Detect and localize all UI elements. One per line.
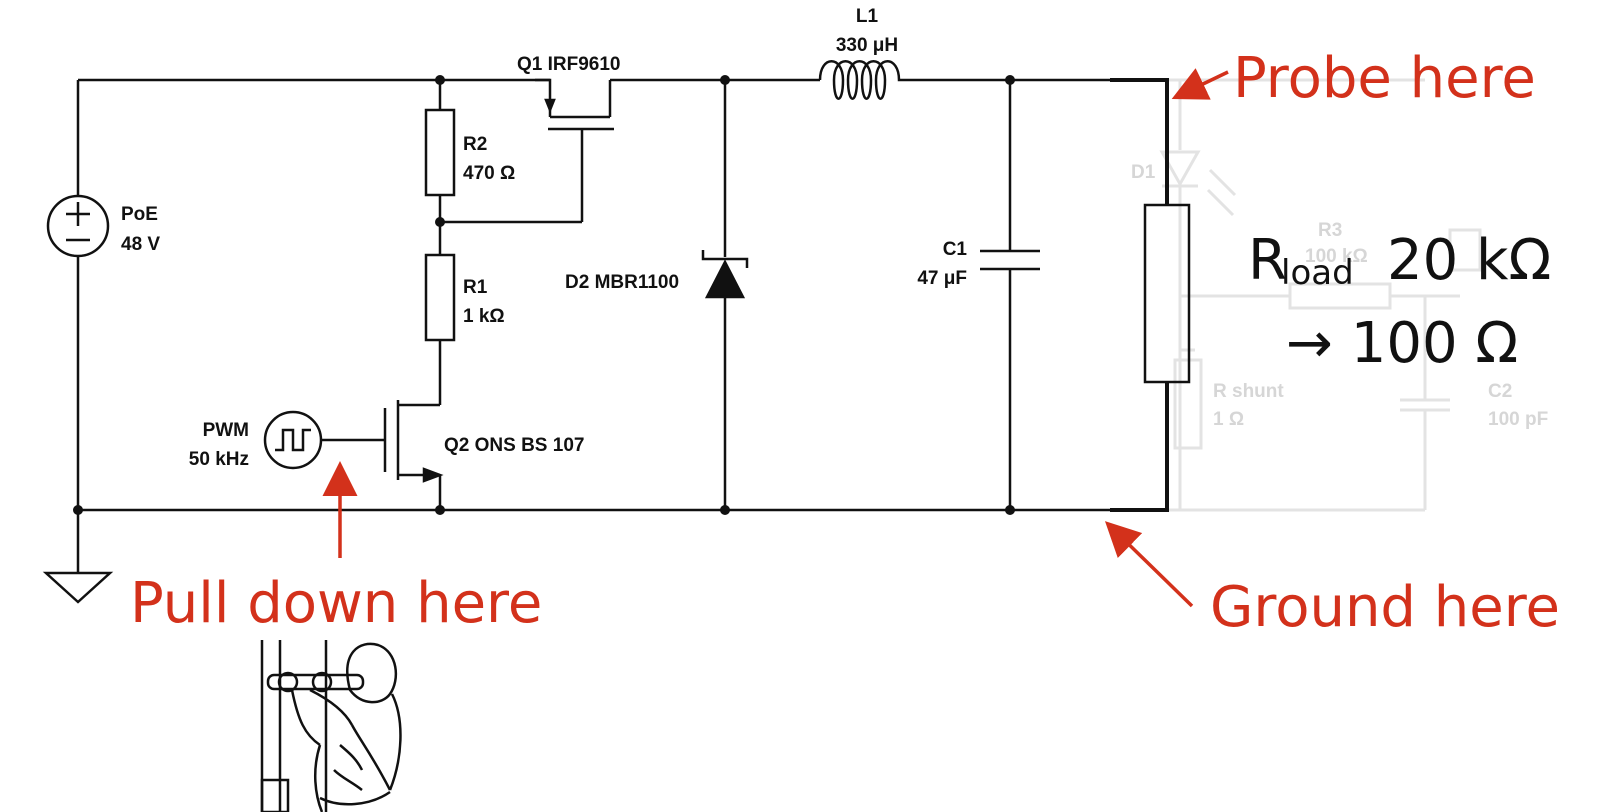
d1-label: D1 (1131, 162, 1156, 183)
pmosfet-q1-icon (535, 78, 614, 131)
rload-old-value: 20 kΩ (1387, 228, 1551, 293)
faded-switch-icon (1448, 228, 1482, 272)
r3-name: R3 (1318, 220, 1342, 241)
r2-name: R2 (463, 134, 487, 155)
rload-prefix: R (1248, 228, 1287, 293)
r1-name: R1 (463, 277, 488, 298)
resistor-r2-icon (424, 108, 456, 197)
ground-symbol-icon (42, 571, 114, 604)
rshunt-name: R shunt (1213, 381, 1284, 402)
capacitor-c1-icon (980, 249, 1040, 271)
c2-name: C2 (1488, 381, 1512, 402)
l1-name: L1 (856, 6, 879, 27)
faded-circuit (1137, 78, 1482, 512)
r2-value: 470 Ω (463, 163, 515, 184)
pwm-name: PWM (203, 420, 249, 441)
r3-value: 100 kΩ (1305, 246, 1368, 267)
pwm-value: 50 kHz (189, 449, 249, 470)
rshunt-value: 1 Ω (1213, 409, 1244, 430)
probe-here-note: Probe here (1233, 46, 1536, 111)
q1-label: Q1 IRF9610 (517, 54, 621, 75)
ground-here-note: Ground here (1210, 575, 1560, 640)
rload-new-value: → 100 Ω (1286, 311, 1518, 376)
inductor-l1-icon (818, 60, 915, 100)
d2-label: D2 MBR1100 (565, 272, 679, 293)
voltage-source-icon (46, 194, 110, 258)
rload-subscript: load (1281, 253, 1354, 293)
nmosfet-q2-icon (383, 400, 444, 483)
led-d1-icon (1159, 150, 1201, 188)
resistor-rload-icon (1143, 203, 1191, 384)
c1-name: C1 (943, 239, 968, 260)
schottky-diode-d2-icon (701, 250, 749, 299)
r1-value: 1 kΩ (463, 306, 505, 327)
c1-value: 47 μF (917, 268, 967, 289)
ground-arrow-icon (1104, 521, 1194, 608)
probe-ground-terminals (1110, 78, 1169, 512)
resistor-r1-icon (424, 253, 456, 342)
annotation-arrows (322, 68, 1229, 608)
probe-arrow-icon (1171, 68, 1229, 100)
poe-value: 48 V (121, 234, 160, 255)
pull-down-exercise-figure-icon (260, 640, 402, 812)
l1-value: 330 μH (836, 35, 898, 56)
pwm-source-icon (263, 410, 323, 470)
junction-dots (73, 75, 1015, 515)
pull-down-here-note: Pull down here (130, 571, 542, 636)
q2-label: Q2 ONS BS 107 (444, 435, 584, 456)
poe-name: PoE (121, 204, 158, 225)
main-wires (76, 78, 1125, 572)
c2-value: 100 pF (1488, 409, 1548, 430)
